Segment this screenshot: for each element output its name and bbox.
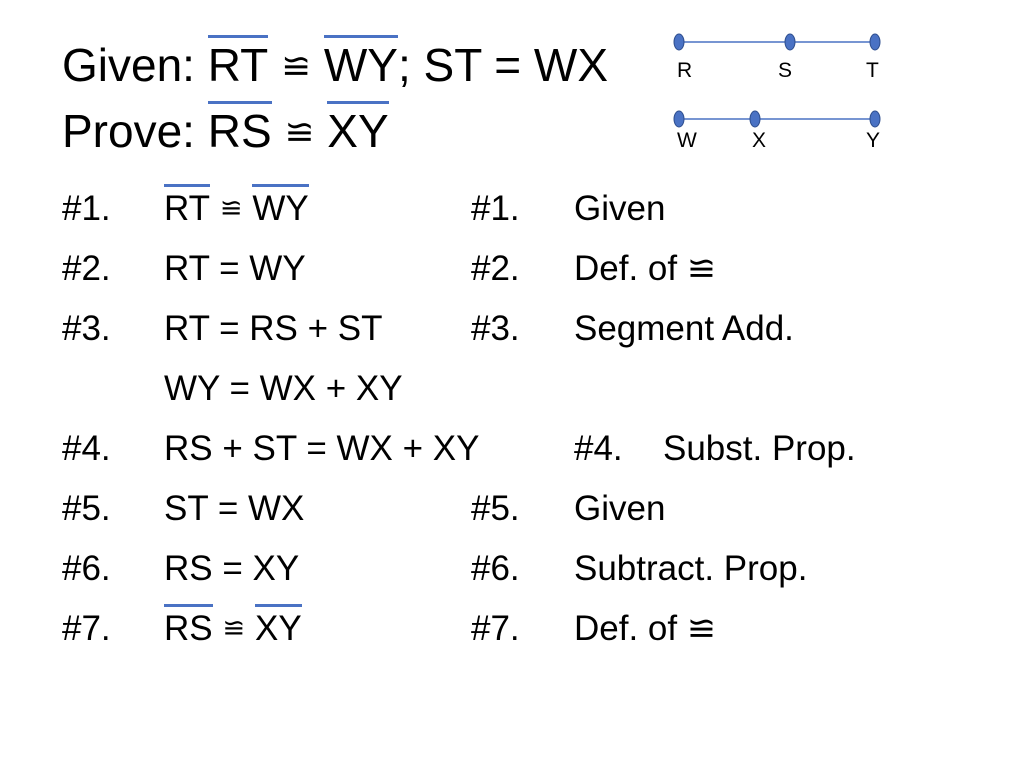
step-statement: RT = RS + ST bbox=[164, 309, 383, 348]
reason-number: #3. bbox=[471, 309, 520, 348]
given-label: Given: bbox=[62, 39, 195, 91]
step-number: #3. bbox=[62, 309, 111, 348]
step-number: #2. bbox=[62, 249, 111, 288]
point-t bbox=[869, 33, 881, 51]
step-reason: Subtract. Prop. bbox=[574, 549, 808, 588]
segment-rs: RS bbox=[207, 101, 272, 157]
step-reason: Def. of ≌ bbox=[574, 609, 717, 648]
segment-diagram-svg bbox=[673, 33, 881, 128]
point-label-s: S bbox=[778, 59, 793, 82]
prove-label: Prove: bbox=[62, 105, 195, 157]
step-statement: ST = WX bbox=[164, 489, 305, 528]
segment-rt: RT bbox=[164, 184, 211, 228]
segment-rs: RS bbox=[164, 604, 213, 648]
reason-number: #1. bbox=[471, 189, 520, 228]
step-reason: Segment Add. bbox=[574, 309, 794, 348]
congruent-symbol: ≌ bbox=[284, 112, 315, 153]
point-y bbox=[869, 110, 881, 128]
step-statement: RS = XY bbox=[164, 549, 300, 588]
congruent-symbol: ≌ bbox=[281, 46, 312, 87]
point-label-r: R bbox=[677, 59, 693, 82]
segment-xy: XY bbox=[327, 101, 390, 157]
point-w bbox=[673, 110, 685, 128]
step-number: #7. bbox=[62, 609, 111, 648]
step-number: #6. bbox=[62, 549, 111, 588]
reason-number: #4. bbox=[574, 429, 623, 468]
step-reason: Def. of ≌ bbox=[574, 249, 717, 288]
reason-number: #5. bbox=[471, 489, 520, 528]
step-statement-continued: WY = WX + XY bbox=[164, 369, 403, 408]
given-rest: ; ST = WX bbox=[397, 39, 609, 91]
point-r bbox=[673, 33, 685, 51]
congruent-symbol: ≌ bbox=[219, 193, 243, 224]
step-statement: RT ≌ WY bbox=[164, 184, 310, 228]
segment-diagram: R S T W X Y bbox=[640, 20, 910, 160]
point-s bbox=[784, 33, 796, 51]
step-statement: RS ≌ XY bbox=[164, 604, 302, 648]
step-number: #5. bbox=[62, 489, 111, 528]
segment-wy: WY bbox=[252, 184, 310, 228]
segment-xy: XY bbox=[254, 604, 302, 648]
point-label-y: Y bbox=[866, 129, 881, 152]
point-label-t: T bbox=[866, 59, 879, 82]
segment-wy: WY bbox=[323, 35, 399, 91]
step-number: #1. bbox=[62, 189, 111, 228]
step-statement: RS + ST = WX + XY bbox=[164, 429, 480, 468]
point-label-x: X bbox=[752, 129, 767, 152]
step-reason: Given bbox=[574, 489, 666, 528]
given-line: Given: RT ≌ WY; ST = WX bbox=[62, 35, 609, 91]
step-reason: Given bbox=[574, 189, 666, 228]
point-label-w: W bbox=[677, 129, 697, 152]
reason-number: #2. bbox=[471, 249, 520, 288]
prove-line: Prove: RS ≌ XY bbox=[62, 101, 390, 157]
reason-number: #6. bbox=[471, 549, 520, 588]
segment-rt: RT bbox=[207, 35, 269, 91]
step-number: #4. bbox=[62, 429, 111, 468]
congruent-symbol: ≌ bbox=[222, 613, 246, 644]
step-statement: RT = WY bbox=[164, 249, 306, 288]
step-reason: Subst. Prop. bbox=[663, 429, 856, 468]
point-x bbox=[749, 110, 761, 128]
reason-number: #7. bbox=[471, 609, 520, 648]
